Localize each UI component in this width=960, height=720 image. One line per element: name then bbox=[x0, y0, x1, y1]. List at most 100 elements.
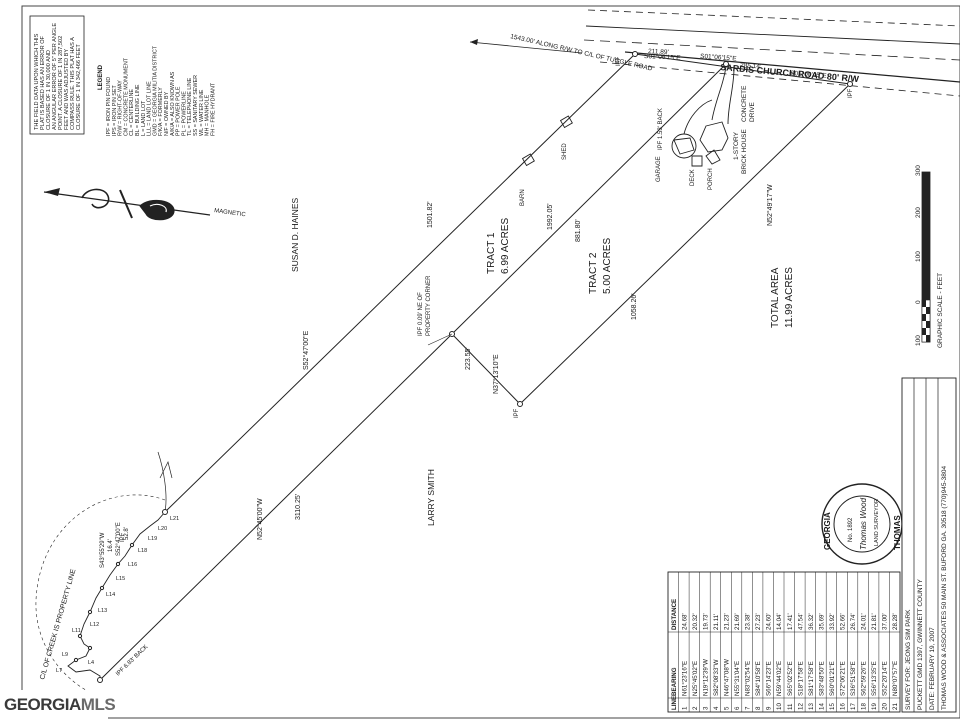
closure-note-line: COMPASS RULE. THIS PLAT HAS A bbox=[70, 37, 76, 130]
table-cell: 26.74' bbox=[850, 613, 857, 630]
table-cell: 1 bbox=[681, 706, 688, 710]
seal-registration: No. 1892 bbox=[848, 517, 854, 542]
tract1-name: TRACT 1 bbox=[486, 232, 497, 274]
table-cell: 20.32' bbox=[692, 613, 699, 630]
north-boundary-distance: 1501.82' bbox=[427, 201, 434, 228]
drive-label-1: CONCRETE bbox=[741, 85, 748, 122]
creek-tail bbox=[157, 451, 167, 513]
legend-item: WL = WATER LINE bbox=[199, 89, 205, 136]
svg-text:L4: L4 bbox=[88, 660, 94, 666]
scale-check bbox=[926, 335, 930, 342]
title-block: SURVEY FOR: JEONG SIM PARK PUCKETT GMD 1… bbox=[901, 377, 957, 713]
table-cell: S62°59'26"E bbox=[861, 661, 868, 696]
table-cell: 13 bbox=[808, 703, 815, 710]
deck-footprint bbox=[691, 155, 703, 167]
table-cell: 21.23' bbox=[724, 613, 731, 630]
cross-line-distance: 223.55' bbox=[465, 347, 472, 370]
survey-firm: THOMAS WOOD & ASSOCIATES 50 MAIN ST. BUF… bbox=[941, 466, 948, 710]
seal-name: THOMAS bbox=[893, 515, 902, 550]
creek-tick bbox=[159, 460, 173, 479]
table-header: BEARING bbox=[671, 667, 678, 696]
table-cell: N55°31'04"E bbox=[734, 661, 741, 696]
south-boundary-distance: 3110.25' bbox=[295, 494, 302, 520]
owner-south: LARRY SMITH bbox=[426, 469, 436, 526]
svg-text:L11: L11 bbox=[72, 628, 81, 634]
scale-check bbox=[926, 321, 930, 328]
legend-item: LLL = LAND LOT LINE bbox=[147, 81, 153, 136]
table-cell: 21.81' bbox=[871, 613, 878, 630]
legend-item: CL = CENTERLINE bbox=[129, 89, 135, 136]
east-boundary bbox=[519, 83, 851, 405]
creek-segment-labels: L21 L20 L19 L18 L16 L15 L14 L13 L12 L11 … bbox=[56, 516, 179, 674]
ipf-label-creek: IPF bbox=[120, 532, 126, 542]
table-cell: 21 bbox=[892, 703, 899, 710]
table-cell: N80°07'57"E bbox=[892, 661, 899, 696]
porch-label: PORCH bbox=[708, 168, 714, 190]
scale-check bbox=[922, 300, 926, 307]
drive-line-2 bbox=[727, 67, 735, 125]
closure-note-line: CLOSURE OF 1 IN 342,466 FEET bbox=[76, 44, 82, 130]
table-cell: 24.60' bbox=[766, 613, 773, 630]
table-cell: 27.23' bbox=[755, 613, 762, 630]
table-cell: 47.54' bbox=[797, 613, 804, 630]
closure-note-line: CLOSURE OF 1 IN 30,000 AND bbox=[46, 50, 52, 130]
south-boundary bbox=[99, 333, 453, 681]
ipf-label-south: IPF bbox=[514, 408, 520, 418]
table-cell: N25°45'02"E bbox=[692, 661, 699, 696]
table-cell: 21.69' bbox=[734, 613, 741, 630]
surveyor-seal: GEORGIA THOMAS No. 1892 Thomas Wood LAND… bbox=[821, 483, 903, 565]
table-cell: S84°10'58"E bbox=[755, 661, 762, 696]
drive-line-1 bbox=[711, 65, 727, 121]
georgia-mls-watermark: GEORGIAMLS bbox=[0, 690, 116, 720]
property-lines bbox=[99, 53, 851, 681]
seal-signature: Thomas Wood bbox=[859, 497, 868, 550]
north-boundary bbox=[164, 53, 636, 513]
legend-item: CM = CONCRETE MONUMENT bbox=[123, 57, 129, 136]
table-cell: 24.01' bbox=[861, 613, 868, 630]
table-cell: 18 bbox=[861, 703, 868, 710]
svg-text:L15: L15 bbox=[116, 576, 125, 582]
frontage-bearing-3: S01°00'45"E bbox=[790, 69, 828, 80]
frontage-dist-2: 285.14' bbox=[740, 62, 762, 70]
svg-text:L20: L20 bbox=[158, 526, 167, 532]
shed-label: SHED bbox=[562, 143, 568, 160]
frontage-bearing-2: S01°06'15"E bbox=[700, 52, 738, 63]
creek-bearing-1: S43°55'29"W bbox=[100, 532, 106, 568]
table-cell: 11 bbox=[787, 703, 794, 710]
table-cell: 8 bbox=[755, 706, 762, 710]
table-cell: N61°23'16"E bbox=[681, 661, 688, 696]
deck-label: DECK bbox=[690, 169, 696, 186]
table-cell: 14 bbox=[818, 703, 825, 710]
svg-text:L7: L7 bbox=[56, 668, 62, 674]
house-label-2: BRICK HOUSE bbox=[741, 129, 748, 174]
porch-footprint bbox=[705, 149, 721, 165]
legend-item: IPS = IRON PIN SET bbox=[112, 85, 118, 136]
svg-text:L12: L12 bbox=[90, 622, 99, 628]
watermark-part1: GEORGIA bbox=[4, 695, 81, 714]
legend-item: GMD = GEORGIA MILITIA DISTRICT bbox=[152, 45, 158, 136]
legend-item: IPF = IRON PIN FOUND bbox=[106, 77, 112, 136]
table-cell: 4 bbox=[713, 706, 720, 710]
owner-north: SUSAN D. HAINES bbox=[290, 198, 300, 272]
legend-item: PP = POWER POLE bbox=[176, 86, 182, 136]
table-cell: 7 bbox=[745, 706, 752, 710]
tract2-name: TRACT 2 bbox=[588, 252, 599, 294]
closure-note-line: THE FIELD DATA UPON WHICH THIS bbox=[34, 33, 40, 130]
table-cell: N46°47'08"W bbox=[724, 659, 731, 696]
table-cell: 17 bbox=[850, 703, 857, 710]
ipf-note-line1: IPF 0.09' NE OF bbox=[418, 292, 424, 336]
pin-markers bbox=[73, 51, 853, 683]
closure-note-line: POINT. A CLOSURE OF 1 IN 287,502 bbox=[58, 36, 64, 130]
frontage-dist-1: 211.89' bbox=[648, 48, 669, 56]
survey-location: PUCKETT GMD 1397, GWINNETT COUNTY bbox=[917, 578, 924, 710]
south-boundary-bearing: N52°45'00"W bbox=[256, 498, 264, 540]
legend-item: FH = FIRE HYDRANT bbox=[210, 82, 216, 136]
drive-label-2: DRIVE bbox=[749, 101, 756, 122]
creek-arc bbox=[35, 494, 166, 701]
creek-line bbox=[67, 511, 166, 680]
table-header: DISTANCE bbox=[671, 599, 678, 630]
cross-line-bearing: N37°13'10"E bbox=[492, 354, 500, 394]
closure-note-line: PLAT IS BASED HAS AN ERROR OF bbox=[40, 35, 46, 130]
scale-tick-3: 200 bbox=[915, 207, 922, 218]
